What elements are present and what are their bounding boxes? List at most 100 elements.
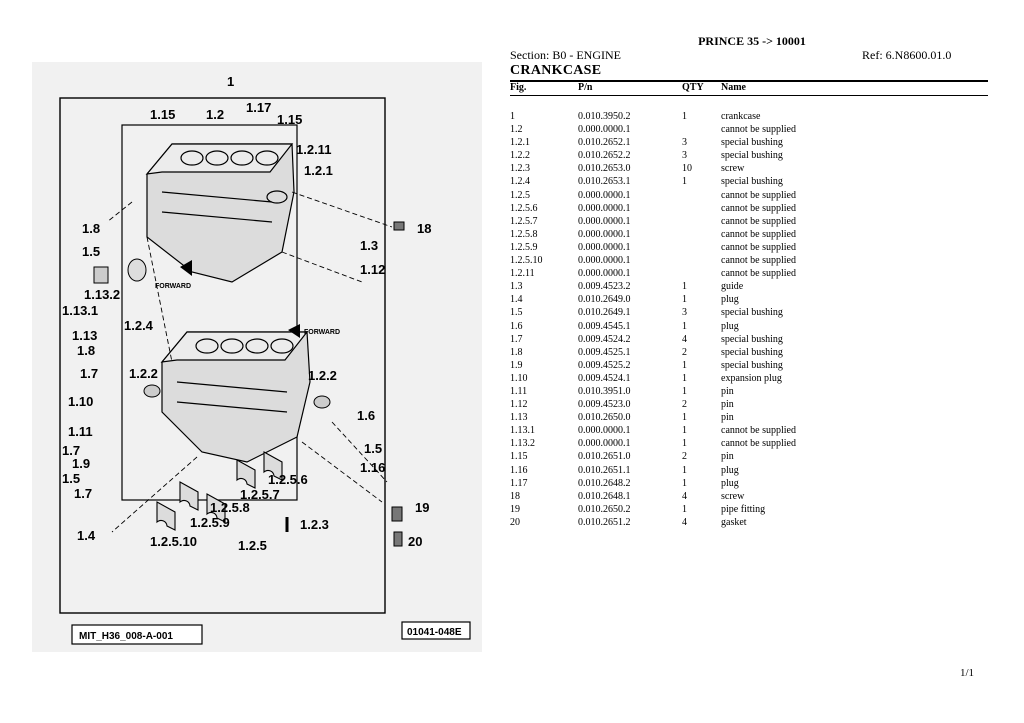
heading-rule bbox=[510, 80, 988, 82]
cell-part-number: 0.000.0000.1 bbox=[578, 438, 631, 450]
callout: 1.5 bbox=[62, 471, 80, 486]
drawing-code: MIT_H36_008-A-001 bbox=[79, 631, 173, 642]
cell-fig: 1.3 bbox=[510, 281, 523, 293]
callout: 1.7 bbox=[74, 486, 92, 501]
cell-fig: 1.12 bbox=[510, 399, 528, 411]
column-header-fig: Fig. bbox=[510, 82, 527, 93]
callout: 1.16 bbox=[360, 460, 385, 475]
callout: 1.5 bbox=[364, 441, 382, 456]
cell-name: pin bbox=[721, 451, 734, 463]
callout: 1.9 bbox=[72, 456, 90, 471]
callout: 1.12 bbox=[360, 262, 385, 277]
cell-part-number: 0.009.4524.2 bbox=[578, 333, 631, 345]
cell-part-number: 0.010.3950.2 bbox=[578, 111, 631, 122]
cell-qty: 1 bbox=[682, 359, 687, 371]
callout: 1.13.2 bbox=[84, 287, 120, 302]
cell-part-number: 0.010.3951.0 bbox=[578, 385, 631, 397]
callout: 1.2.2 bbox=[129, 366, 158, 381]
cell-name: pin bbox=[721, 399, 734, 411]
callout: 1.2.3 bbox=[300, 517, 329, 532]
callout: 19 bbox=[415, 500, 429, 515]
cell-fig: 1.2.3 bbox=[510, 163, 530, 175]
cell-qty: 1 bbox=[682, 372, 687, 384]
cell-name: plug bbox=[721, 477, 739, 489]
cell-name: special bushing bbox=[721, 150, 783, 162]
cell-fig: 1.13.2 bbox=[510, 438, 535, 450]
cell-qty: 3 bbox=[682, 150, 687, 162]
cell-qty: 1 bbox=[682, 385, 687, 397]
page-number: 1/1 bbox=[960, 667, 975, 679]
callout: 1.13.1 bbox=[62, 303, 98, 318]
callout: 18 bbox=[417, 221, 431, 236]
cell-part-number: 0.000.0000.1 bbox=[578, 124, 631, 136]
callout: 1.8 bbox=[77, 343, 95, 358]
cell-fig: 1.7 bbox=[510, 333, 523, 345]
cell-fig: 1.6 bbox=[510, 320, 523, 332]
callout: 1.2.5.6 bbox=[268, 472, 308, 487]
cell-qty: 4 bbox=[682, 516, 687, 528]
cell-name: screw bbox=[721, 163, 745, 175]
cell-fig: 1.2.5.8 bbox=[510, 228, 538, 240]
document-title: PRINCE 35 -> 10001 bbox=[698, 34, 806, 48]
callout: 1.2 bbox=[206, 107, 224, 122]
cell-qty: 1 bbox=[682, 111, 687, 122]
forward-label: FORWARD bbox=[155, 283, 191, 290]
cell-name: guide bbox=[721, 281, 744, 293]
column-header-pn: P/n bbox=[578, 82, 593, 93]
cell-part-number: 0.010.2652.1 bbox=[578, 137, 631, 149]
cell-part-number: 0.010.2653.0 bbox=[578, 163, 631, 175]
exploded-diagram: FORWARD FORWARD 1 1.15 1.2 1.17 1.15 1.2… bbox=[32, 62, 482, 652]
column-header-name: Name bbox=[721, 82, 746, 93]
cell-part-number: 0.009.4525.1 bbox=[578, 346, 631, 358]
cell-name: cannot be supplied bbox=[721, 202, 796, 214]
callout: 1.15 bbox=[277, 112, 302, 127]
cell-fig: 1.5 bbox=[510, 307, 523, 319]
cell-fig: 1.9 bbox=[510, 359, 523, 371]
cell-fig: 19 bbox=[510, 503, 520, 515]
cell-fig: 1.2.5.10 bbox=[510, 255, 543, 267]
callout: 1.10 bbox=[68, 394, 93, 409]
cell-name: special bushing bbox=[721, 333, 783, 345]
cell-qty: 2 bbox=[682, 346, 687, 358]
cell-qty: 1 bbox=[682, 464, 687, 476]
cell-fig: 1.2.11 bbox=[510, 268, 535, 280]
cell-qty: 1 bbox=[682, 425, 687, 437]
cell-fig: 1.2 bbox=[510, 124, 523, 136]
callout: 1.8 bbox=[82, 221, 100, 236]
callout: 1 bbox=[227, 74, 234, 89]
cell-part-number: 0.010.2649.0 bbox=[578, 294, 631, 306]
cell-fig: 1.13.1 bbox=[510, 425, 535, 437]
callout: 1.5 bbox=[82, 244, 100, 259]
callout: 1.2.5.9 bbox=[190, 515, 230, 530]
callout: 1.2.5 bbox=[238, 538, 267, 553]
cell-fig: 1.2.5.7 bbox=[510, 215, 538, 227]
cell-fig: 1.2.2 bbox=[510, 150, 530, 162]
callout: 1.15 bbox=[150, 107, 175, 122]
cell-qty: 10 bbox=[682, 163, 692, 175]
header-rule bbox=[510, 95, 988, 96]
cell-fig: 1.17 bbox=[510, 477, 528, 489]
cell-fig: 18 bbox=[510, 490, 520, 502]
cell-part-number: 0.010.2650.0 bbox=[578, 412, 631, 424]
cell-part-number: 0.000.0000.1 bbox=[578, 189, 631, 201]
cell-part-number: 0.010.2653.1 bbox=[578, 176, 631, 188]
cell-name: screw bbox=[721, 490, 745, 502]
